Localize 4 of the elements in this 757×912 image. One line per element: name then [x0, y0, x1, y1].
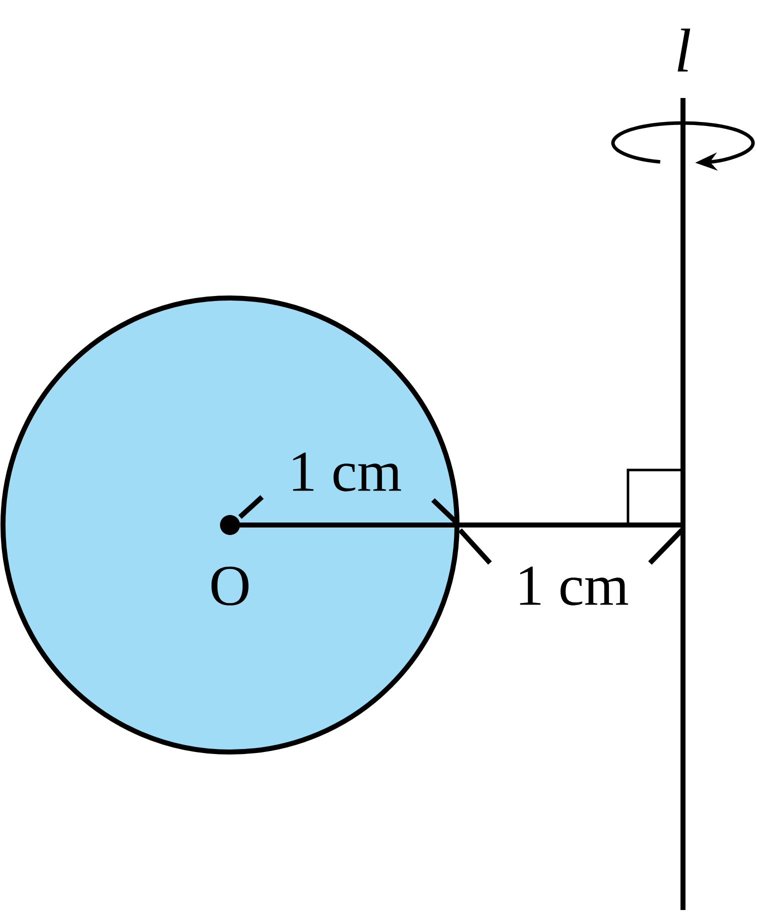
axis-label: l: [678, 28, 690, 72]
dimension-label: 1 cm: [293, 452, 402, 492]
dimension-label: 1 cm: [520, 566, 628, 606]
point-label: O: [212, 566, 248, 606]
